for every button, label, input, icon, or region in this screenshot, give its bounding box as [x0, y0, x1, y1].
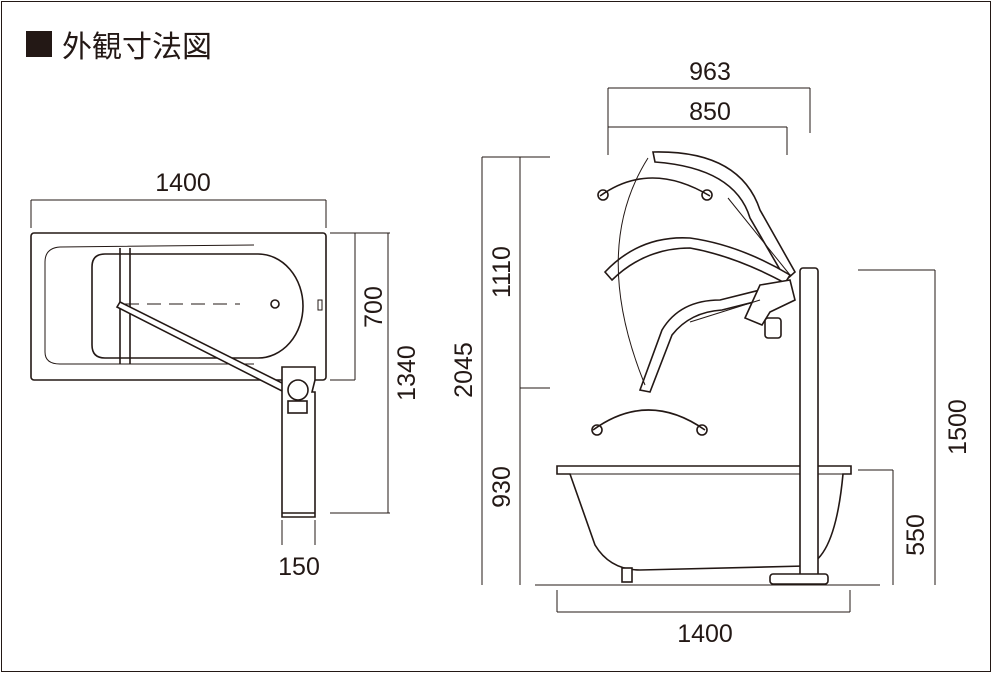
dim-label-963: 963	[689, 58, 731, 86]
dim-label-2045: 2045	[450, 342, 478, 398]
lift-arm-middle	[603, 237, 792, 285]
overflow-icon	[317, 299, 323, 311]
side-view: 963 850 2045 1110 930 1500 550 1400	[450, 58, 972, 648]
hook-icon	[696, 424, 708, 436]
hook-icon	[701, 189, 713, 201]
diagram-title: 外観寸法図	[26, 22, 212, 66]
dim-label-1110: 1110	[488, 246, 516, 298]
dim-label-850: 850	[689, 98, 731, 126]
tub-outline-plan	[30, 232, 327, 381]
tub-basin	[91, 253, 304, 359]
lift-pole	[799, 267, 819, 579]
sling-hanger-lower	[592, 409, 706, 431]
arm-cable	[727, 197, 791, 276]
lift-controller	[764, 317, 782, 339]
plan-view: 1400 700 1340 150	[30, 169, 421, 581]
drain-icon	[270, 299, 280, 309]
sling-hanger-upper	[599, 177, 711, 197]
dim-label-930: 930	[488, 466, 516, 508]
title-square-icon	[26, 31, 52, 57]
dim-label-1400-side: 1400	[677, 620, 733, 648]
column-handle	[287, 400, 308, 414]
tub-foot	[621, 567, 633, 583]
dim-label-column-width: 150	[278, 553, 320, 581]
tub-inner-rim	[44, 244, 255, 365]
dim-label-1500: 1500	[944, 399, 972, 455]
hook-icon	[591, 424, 603, 436]
hook-icon	[597, 189, 609, 201]
lift-motor	[743, 279, 796, 326]
arm-cable	[689, 299, 761, 323]
swing-arc	[617, 157, 649, 386]
lift-arm-upper	[652, 151, 797, 282]
dim-label-plan-depth: 700	[360, 286, 388, 328]
pole-base	[769, 573, 829, 585]
lift-arm-plan	[115, 300, 288, 393]
column-joint	[287, 379, 309, 401]
dim-label-550: 550	[902, 514, 930, 556]
title-text: 外観寸法図	[62, 30, 212, 65]
dim-label-total-depth: 1340	[393, 345, 421, 401]
dim-label-plan-width: 1400	[155, 169, 211, 197]
